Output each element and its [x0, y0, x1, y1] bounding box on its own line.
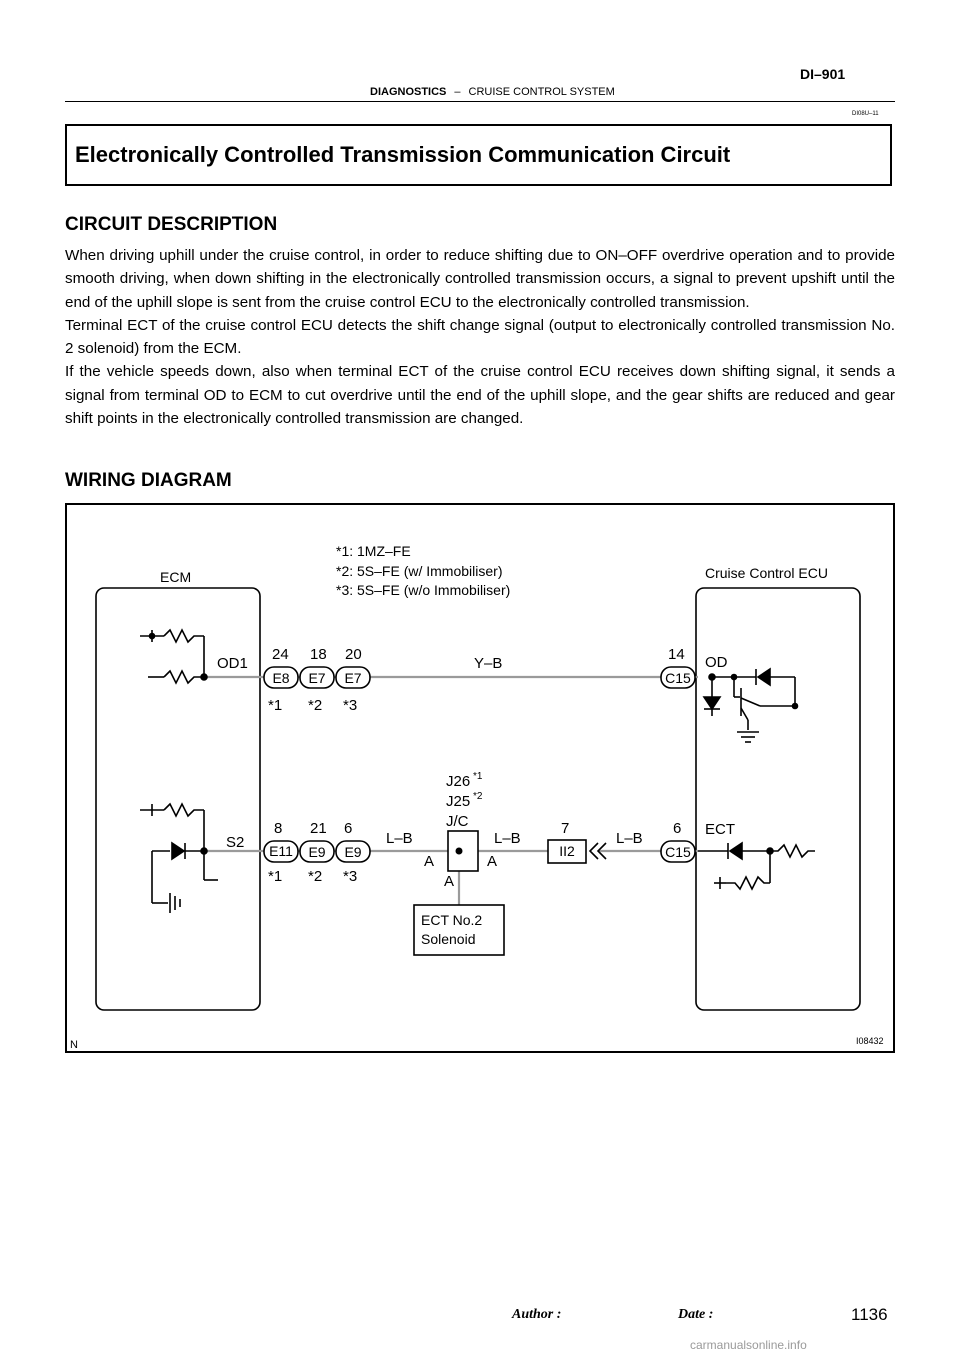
circuit-description-heading: CIRCUIT DESCRIPTION [65, 214, 278, 235]
title-box [65, 124, 892, 186]
header-rule [65, 101, 895, 102]
wire-lb-right-label: L–B [616, 830, 643, 847]
connector-label: E8 [272, 670, 289, 686]
description-paragraph: Terminal ECT of the cruise control ECU d… [65, 316, 895, 358]
ecm-label: ECM [160, 569, 191, 585]
jc-j26-sup: *1 [473, 771, 483, 782]
header-separator: – [454, 86, 461, 98]
jc-label: J/C [446, 813, 469, 830]
variant-label: *2 [308, 697, 322, 714]
solenoid-label-1: ECT No.2 [421, 912, 482, 928]
description-paragraph: If the vehicle speeds down, also when te… [65, 363, 895, 428]
doc-code: DI08U–11 [852, 111, 879, 117]
pin-14: 14 [668, 646, 685, 663]
note-2: *2: 5S–FE (w/ Immobiliser) [336, 563, 502, 579]
page-code: DI–901 [800, 66, 846, 82]
pin-8: 8 [274, 820, 282, 837]
pin-7: 7 [561, 820, 569, 837]
junction-connector [447, 830, 479, 872]
junction-dot [455, 847, 463, 855]
jc-pin-right: A [487, 853, 497, 870]
watermark: carmanualsonline.info [690, 1338, 807, 1352]
solenoid-box [413, 904, 505, 956]
ect-label: ECT [705, 821, 735, 838]
connector-ii2 [547, 839, 587, 864]
jc-j25: J25 [446, 793, 470, 810]
connector-e9-b [335, 840, 371, 863]
pin-21: 21 [310, 820, 327, 837]
wire-lb-mid-label: L–B [494, 830, 521, 847]
connector-e7-a [299, 666, 335, 689]
connector-label: C15 [665, 670, 691, 686]
wire-lb-left-label: L–B [386, 830, 413, 847]
running-header: DIAGNOSTICS–CRUISE CONTROL SYSTEM [370, 86, 615, 98]
s2-label: S2 [226, 834, 244, 851]
od1-label: OD1 [217, 655, 248, 672]
footer-page-number: 1136 [851, 1305, 888, 1324]
cruise-ecu-box [695, 587, 861, 1011]
od-label: OD [705, 654, 728, 671]
connector-label: E7 [308, 670, 325, 686]
footer-date: Date : [678, 1307, 714, 1322]
connector-c15-bottom [660, 840, 696, 863]
variant-label: *1 [268, 868, 282, 885]
variant-label: *1 [268, 697, 282, 714]
jc-pin-left: A [424, 853, 434, 870]
note-1: *1: 1MZ–FE [336, 543, 411, 559]
connector-label: E9 [344, 844, 361, 860]
note-3: *3: 5S–FE (w/o Immobiliser) [336, 582, 510, 598]
wiring-diagram-heading: WIRING DIAGRAM [65, 470, 232, 491]
jc-j25-sup: *2 [473, 791, 483, 802]
circuit-description-body: When driving uphill under the cruise con… [65, 244, 895, 430]
pin-24: 24 [272, 646, 289, 663]
page-title: Electronically Controlled Transmission C… [75, 142, 731, 167]
connector-label: E9 [308, 844, 325, 860]
connector-e9-a [299, 840, 335, 863]
connector-e11 [263, 840, 299, 863]
wire-yb-label: Y–B [474, 655, 502, 672]
jc-j26: J26 [446, 773, 470, 790]
variant-label: *2 [308, 868, 322, 885]
ecm-box [95, 587, 261, 1011]
connector-e8 [263, 666, 299, 689]
connector-label: E7 [344, 670, 361, 686]
description-paragraph: When driving uphill under the cruise con… [65, 247, 895, 311]
ecm-circuit [140, 628, 218, 913]
figure-id: I08432 [856, 1036, 884, 1046]
pin-18: 18 [310, 646, 327, 663]
ii2-arrows [588, 842, 607, 860]
pin-6: 6 [344, 820, 352, 837]
jc-pin-bottom: A [444, 873, 454, 890]
cruise-ecu-label: Cruise Control ECU [705, 565, 828, 581]
connector-label: E11 [269, 843, 293, 859]
pin-6-c15: 6 [673, 820, 681, 837]
cruise-ecu-circuit [698, 667, 815, 891]
variant-label: *3 [343, 868, 357, 885]
header-subsection: CRUISE CONTROL SYSTEM [468, 86, 615, 98]
corner-mark: N [70, 1039, 78, 1051]
footer-author: Author : [512, 1307, 562, 1322]
wiring-diagram-frame [65, 503, 895, 1053]
connector-label: II2 [559, 843, 575, 859]
connector-e7-b [335, 666, 371, 689]
solenoid-label-2: Solenoid [421, 931, 476, 947]
pin-20: 20 [345, 646, 362, 663]
connector-c15-top [660, 666, 696, 689]
header-section: DIAGNOSTICS [370, 86, 447, 98]
connector-label: C15 [665, 844, 691, 860]
variant-label: *3 [343, 697, 357, 714]
